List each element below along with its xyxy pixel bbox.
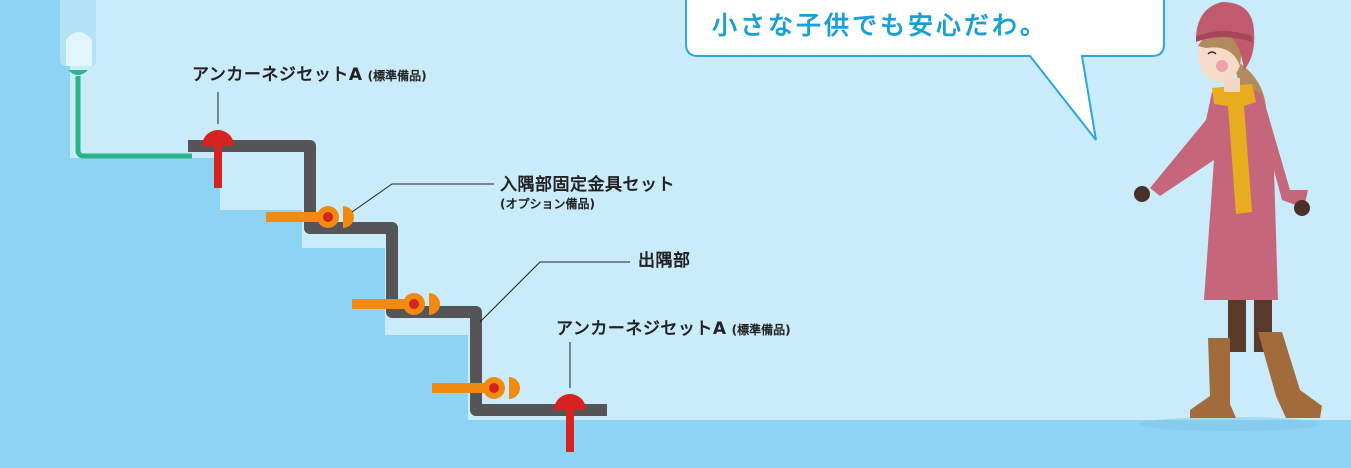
- label-anchor-bottom: アンカーネジセットA (標準備品): [556, 320, 791, 339]
- anchor-screw-bottom: [554, 394, 586, 452]
- leader-inner-corner: [351, 183, 494, 213]
- inner-corner-bracket-2: [352, 293, 440, 315]
- woman-illustration: [1134, 2, 1322, 431]
- label-inner-corner-main: 入隅部固定金具セット: [500, 175, 675, 195]
- label-anchor-top: アンカーネジセットA (標準備品): [192, 66, 427, 85]
- label-anchor-top-main: アンカーネジセットA: [192, 65, 363, 85]
- handrail: [188, 140, 607, 416]
- speech-bubble: [685, 0, 1165, 141]
- label-inner-corner: 入隅部固定金具セット (オプション備品): [500, 176, 675, 211]
- label-outer-corner: 出隅部: [638, 252, 691, 271]
- leader-outer-corner: [479, 261, 630, 323]
- inner-corner-bracket-3: [432, 377, 520, 399]
- label-anchor-bottom-main: アンカーネジセットA: [556, 319, 727, 339]
- label-outer-corner-main: 出隅部: [638, 251, 691, 271]
- wall-fixture-dome: [66, 32, 92, 66]
- anchor-screw-top: [202, 130, 234, 188]
- label-inner-corner-sub: (オプション備品): [500, 196, 595, 211]
- green-pipe: [75, 76, 192, 159]
- fixture-bulb: [68, 70, 88, 75]
- speech-bubble-text: 小さな子供でも安心だわ。: [712, 11, 1049, 40]
- label-anchor-top-sub: (標準備品): [367, 69, 427, 83]
- inner-corner-bracket-1: [266, 206, 354, 228]
- label-anchor-bottom-sub: (標準備品): [731, 323, 791, 337]
